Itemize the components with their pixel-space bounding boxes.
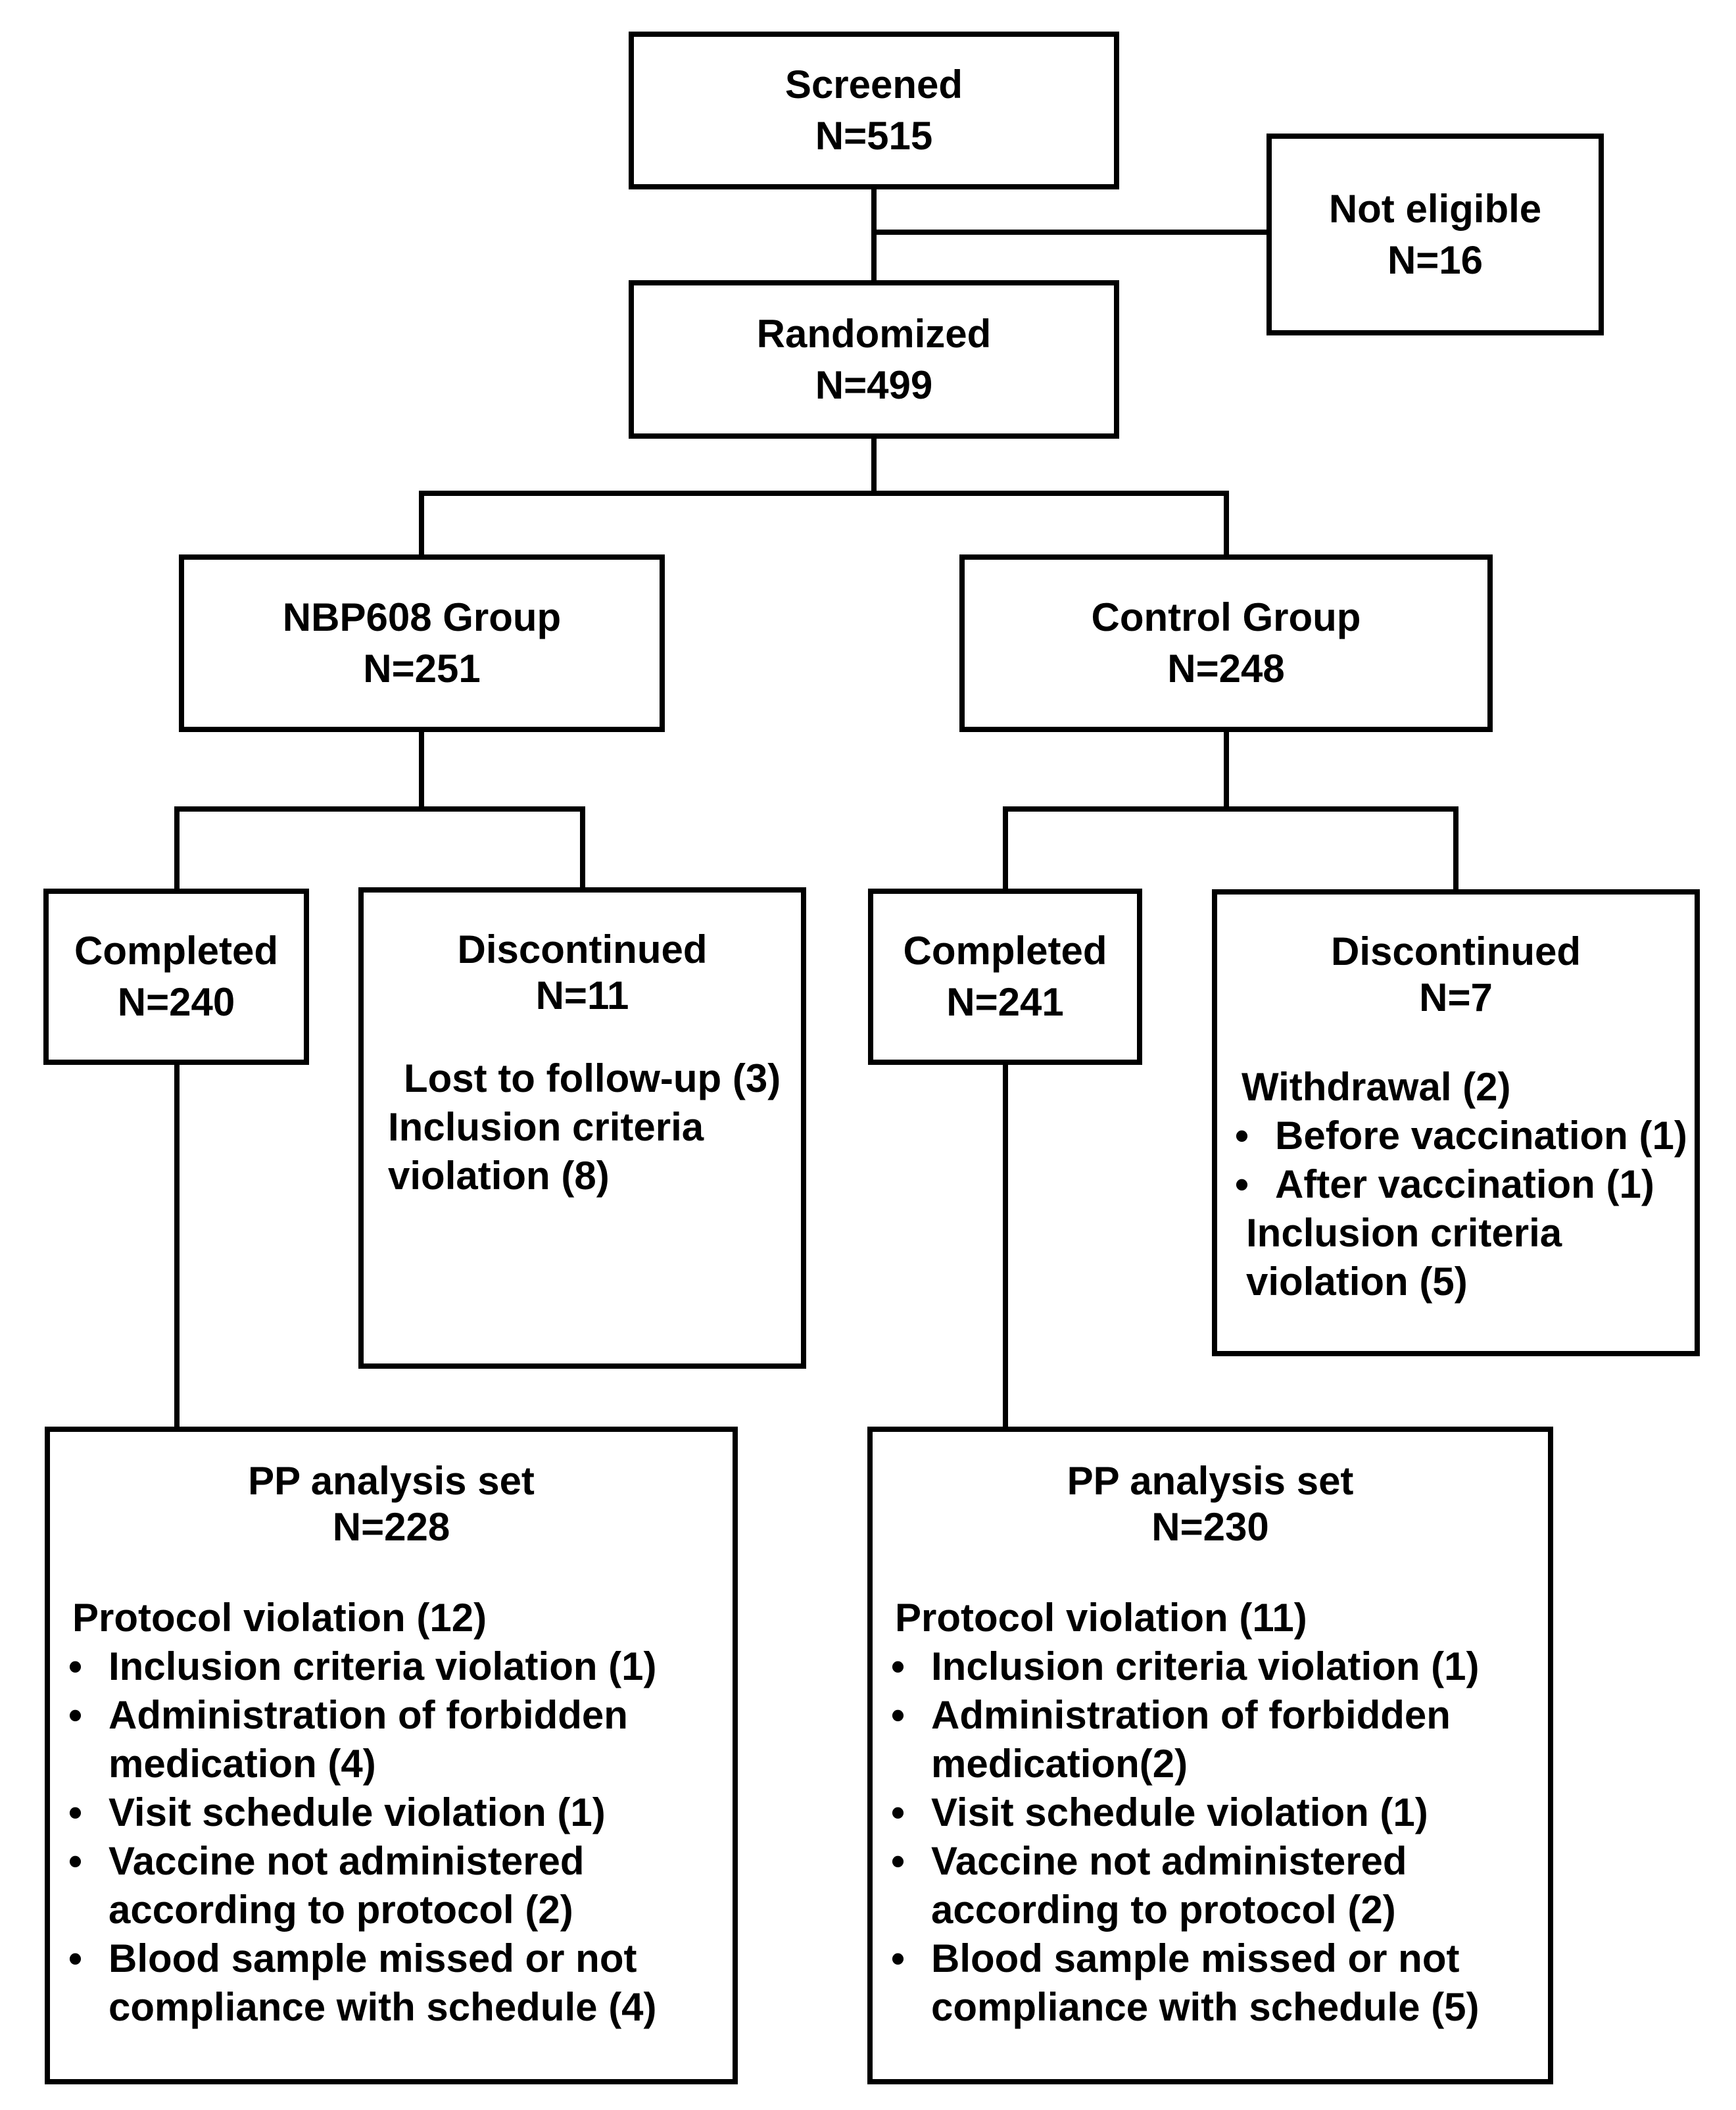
randomized-count: N=499 [815, 362, 933, 407]
discontinued-control-reasons: Withdrawal (2) • Before vaccination (1) … [1217, 1063, 1695, 1306]
completed-nbp608-count: N=240 [117, 980, 235, 1024]
not-eligible-title: Not eligible [1328, 186, 1542, 231]
discontinued-nbp608-count: N=11 [535, 973, 629, 1018]
completed-nbp608-title: Completed [74, 929, 279, 973]
reason-after-vaccination: After vaccination (1) [1275, 1162, 1654, 1206]
reason-withdrawal: Withdrawal (2) [1242, 1065, 1511, 1109]
completed-control-title: Completed [903, 929, 1107, 973]
list-item: • Visit schedule violation (1) [890, 1788, 1532, 1837]
list-item: • Vaccine not administered according to … [890, 1837, 1532, 1934]
protocol-violation-heading: Protocol violation (12) [72, 1596, 487, 1640]
violation-blood-sample: Blood sample missed or not compliance wi… [108, 1936, 657, 2029]
violation-inclusion-criteria: Inclusion criteria violation (1) [108, 1644, 657, 1688]
bullet-icon: • [68, 1644, 83, 1688]
connector-control-branch [1003, 806, 1459, 812]
nbp608-group-box: NBP608 Group N=251 [179, 554, 665, 732]
pp-control-header: PP analysis set N=230 [873, 1432, 1548, 1550]
bullet-icon: • [891, 1693, 905, 1737]
control-group-title: Control Group [1091, 595, 1361, 639]
connector-group-split [419, 491, 1229, 496]
list-item: • Vaccine not administered according to … [67, 1837, 717, 1934]
list-item: • Administration of forbidden medication… [67, 1691, 717, 1788]
list-item: • Inclusion criteria violation (1) [67, 1642, 717, 1691]
list-item: • Administration of forbidden medication… [890, 1691, 1532, 1788]
violation-vaccine-not-per-protocol: Vaccine not administered according to pr… [108, 1839, 585, 1932]
pp-nbp608-count: N=228 [332, 1505, 450, 1549]
violation-forbidden-medication: Administration of forbidden medication (… [108, 1693, 628, 1786]
reason-before-vaccination: Before vaccination (1) [1275, 1114, 1687, 1158]
discontinued-nbp608-box: Discontinued N=11 Lost to follow-up (3) … [358, 887, 806, 1369]
violation-visit-schedule: Visit schedule violation (1) [931, 1790, 1428, 1834]
bullet-icon: • [68, 1693, 83, 1737]
bullet-icon: • [891, 1839, 905, 1883]
bullet-icon: • [1235, 1162, 1249, 1206]
violation-visit-schedule: Visit schedule violation (1) [108, 1790, 606, 1834]
pp-control-violations: Protocol violation (11) • Inclusion crit… [873, 1594, 1548, 2032]
connector-nbp608-split [419, 732, 424, 812]
pp-analysis-control-box: PP analysis set N=230 Protocol violation… [867, 1427, 1553, 2084]
bullet-icon: • [68, 1790, 83, 1834]
pp-nbp608-header: PP analysis set N=228 [50, 1432, 733, 1550]
violation-forbidden-medication: Administration of forbidden medication(2… [931, 1693, 1451, 1786]
completed-nbp608-box: Completed N=240 [43, 889, 309, 1065]
connector-to-not-eligible [871, 230, 1266, 235]
connector-to-completed-nbp608 [174, 806, 180, 889]
connector-completed-pp-control [1003, 1065, 1008, 1428]
nbp608-group-count: N=251 [363, 647, 481, 691]
not-eligible-box: Not eligible N=16 [1266, 134, 1604, 335]
connector-to-completed-control [1003, 806, 1008, 889]
bullet-icon: • [891, 1790, 905, 1834]
violation-inclusion-criteria: Inclusion criteria violation (1) [931, 1644, 1480, 1688]
control-group-count: N=248 [1167, 647, 1285, 691]
connector-to-discontinued-nbp608 [580, 806, 585, 889]
connector-nbp608-branch [174, 806, 585, 812]
reason-inclusion-criteria-violation: Inclusion criteria violation (5) [1246, 1211, 1562, 1304]
connector-to-nbp608 [419, 491, 424, 554]
list-item: • After vaccination (1) [1234, 1160, 1688, 1209]
list-item: • Before vaccination (1) [1234, 1112, 1688, 1160]
connector-randomized-split [871, 439, 877, 496]
discontinued-control-title: Discontinued [1330, 929, 1581, 973]
reason-inclusion-criteria-violation: Inclusion criteria violation (8) [388, 1105, 704, 1198]
reason-lost-to-follow-up: Lost to follow-up (3) [404, 1056, 781, 1100]
connector-completed-pp-nbp608 [174, 1065, 180, 1428]
completed-control-count: N=241 [946, 980, 1064, 1024]
screened-count: N=515 [815, 114, 933, 158]
bullet-icon: • [1235, 1114, 1249, 1158]
violation-vaccine-not-per-protocol: Vaccine not administered according to pr… [931, 1839, 1407, 1932]
not-eligible-count: N=16 [1387, 237, 1483, 282]
discontinued-control-header: Discontinued N=7 [1217, 895, 1695, 1021]
bullet-icon: • [891, 1936, 905, 1980]
pp-nbp608-violations: Protocol violation (12) • Inclusion crit… [50, 1594, 733, 2032]
randomized-box: Randomized N=499 [629, 280, 1119, 439]
connector-screened-randomized [871, 189, 877, 280]
discontinued-nbp608-title: Discontinued [457, 927, 708, 971]
discontinued-control-count: N=7 [1419, 975, 1493, 1019]
screened-box: Screened N=515 [629, 32, 1119, 189]
violation-blood-sample: Blood sample missed or not compliance wi… [931, 1936, 1480, 2029]
list-item: • Visit schedule violation (1) [67, 1788, 717, 1837]
protocol-violation-heading: Protocol violation (11) [895, 1596, 1307, 1640]
list-item: • Inclusion criteria violation (1) [890, 1642, 1532, 1691]
completed-control-box: Completed N=241 [868, 889, 1142, 1065]
control-group-box: Control Group N=248 [959, 554, 1493, 732]
list-item: • Blood sample missed or not compliance … [890, 1934, 1532, 2032]
bullet-icon: • [891, 1644, 905, 1688]
pp-analysis-nbp608-box: PP analysis set N=228 Protocol violation… [45, 1427, 738, 2084]
pp-control-title: PP analysis set [1067, 1459, 1354, 1503]
discontinued-nbp608-header: Discontinued N=11 [364, 893, 801, 1019]
bullet-icon: • [68, 1936, 83, 1980]
discontinued-nbp608-reasons: Lost to follow-up (3) Inclusion criteria… [364, 1054, 801, 1200]
bullet-icon: • [68, 1839, 83, 1883]
list-item: • Blood sample missed or not compliance … [67, 1934, 717, 2032]
connector-to-control [1224, 491, 1229, 554]
pp-nbp608-title: PP analysis set [248, 1459, 535, 1503]
connector-control-split [1224, 732, 1229, 812]
nbp608-group-title: NBP608 Group [282, 595, 562, 639]
pp-control-count: N=230 [1151, 1505, 1269, 1549]
connector-to-discontinued-control [1453, 806, 1459, 889]
randomized-title: Randomized [756, 311, 992, 356]
discontinued-control-box: Discontinued N=7 Withdrawal (2) • Before… [1212, 889, 1700, 1356]
screened-title: Screened [784, 62, 963, 107]
